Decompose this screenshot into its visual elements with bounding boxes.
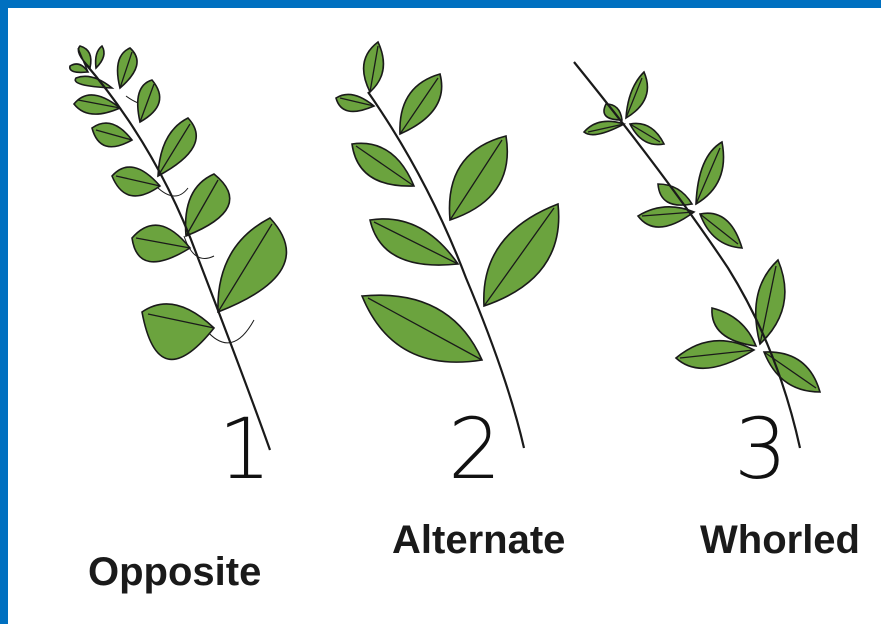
label-alternate: Alternate — [392, 518, 565, 563]
leaf — [756, 260, 785, 344]
leaf — [138, 80, 160, 122]
arrangement-number-1: 1 — [218, 400, 271, 498]
arrangement-number-2: 2 — [448, 400, 501, 498]
leaf — [658, 184, 692, 205]
leaf — [75, 76, 112, 88]
opposite-node-arc — [158, 188, 188, 196]
whorled-branch — [574, 62, 820, 448]
leaf — [218, 218, 287, 312]
alternate-branch — [336, 42, 559, 448]
label-opposite: Opposite — [88, 550, 261, 595]
leaf — [142, 304, 214, 359]
leaf — [336, 94, 374, 111]
leaf — [186, 174, 230, 236]
leaf — [132, 225, 190, 262]
leaf — [638, 207, 694, 227]
stem — [574, 62, 800, 448]
label-whorled: Whorled — [700, 518, 860, 563]
leaf — [96, 46, 104, 68]
leaf — [364, 42, 384, 92]
opposite-branch — [70, 46, 287, 450]
leaf — [112, 167, 160, 196]
arrangement-number-3: 3 — [734, 400, 787, 498]
